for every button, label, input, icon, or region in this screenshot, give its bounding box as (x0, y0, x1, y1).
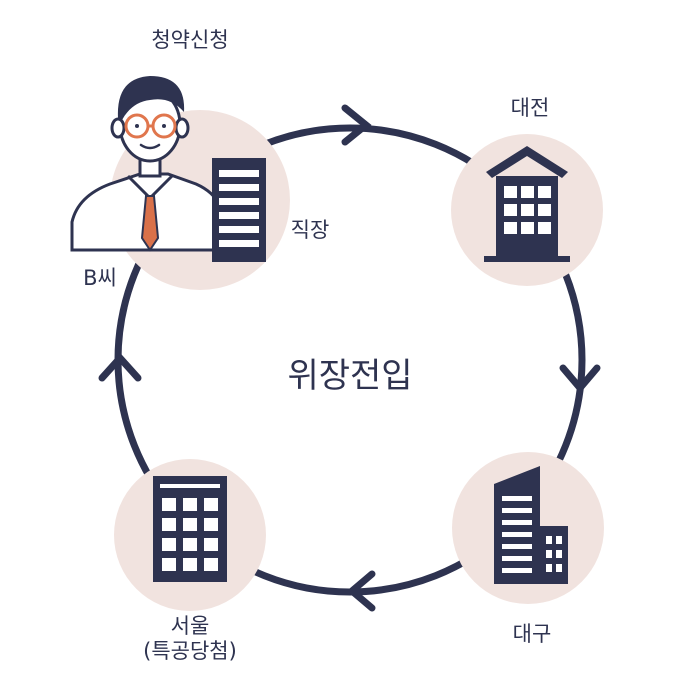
person-icon (70, 76, 222, 252)
seoul-label-line2: (특공당첨) (143, 639, 237, 664)
tower-icon (494, 466, 568, 584)
daejeon-label: 대전 (510, 96, 550, 120)
seoul-node (114, 459, 266, 611)
center-label: 위장전입 (287, 356, 413, 396)
seoul-label-line1: 서울 (170, 614, 210, 638)
daegu-label: 대구 (512, 622, 552, 646)
seoul-label: 서울 (특공당첨) (100, 614, 280, 664)
subscription-label: 청약신청 (151, 28, 229, 52)
person-node (70, 76, 290, 290)
arrow-icon (559, 364, 601, 394)
apartment-icon (153, 476, 227, 582)
daegu-node (452, 452, 604, 604)
arrow-icon (98, 352, 142, 382)
person-label: B씨 (83, 266, 117, 290)
house-icon (484, 146, 570, 262)
daejeon-node (451, 134, 603, 286)
arrow-icon (341, 104, 372, 146)
arrow-icon (346, 570, 376, 612)
workplace-label: 직장 (290, 218, 330, 242)
office-building-icon (212, 158, 266, 262)
